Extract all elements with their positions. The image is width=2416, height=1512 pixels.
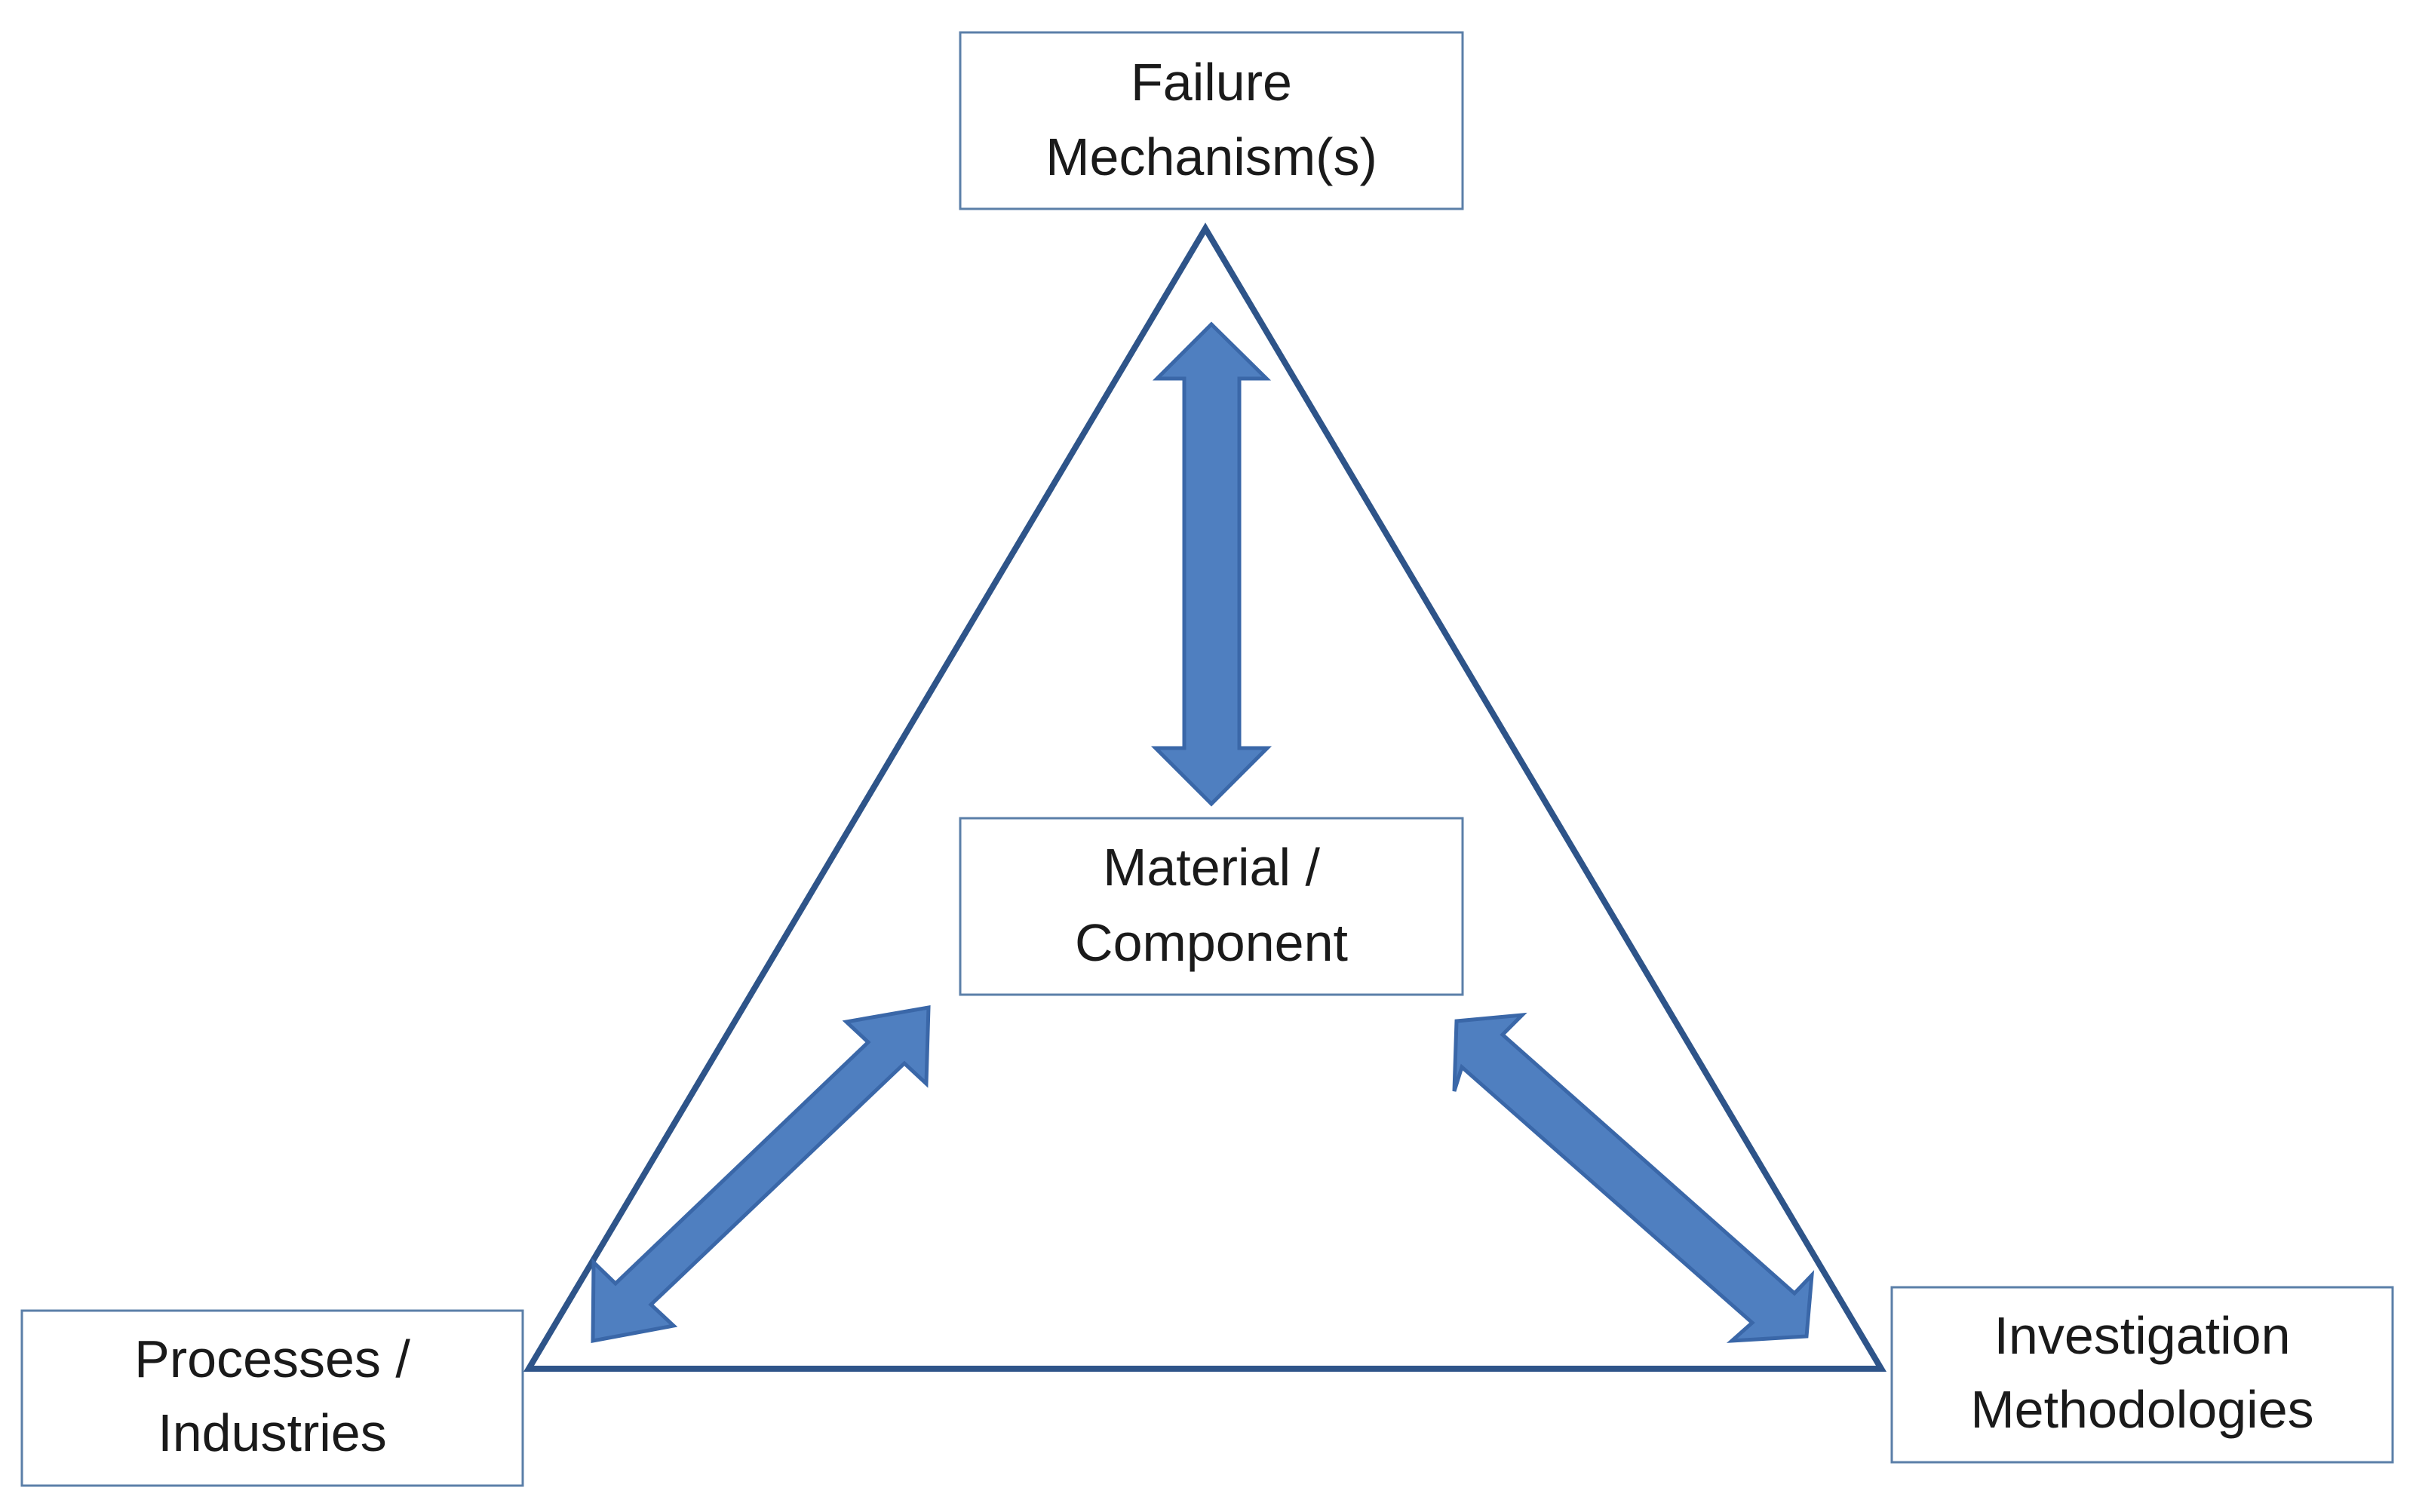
node-investigation-methodologies: Investigation Methodologies: [1890, 1286, 2394, 1464]
node-failure-mechanisms: Failure Mechanism(s): [959, 31, 1464, 210]
node-label-line1: Material /: [1103, 838, 1320, 897]
node-box: [959, 31, 1464, 210]
node-label-line2: Industries: [158, 1403, 386, 1462]
arrow-top-center: [1150, 321, 1272, 807]
triangle-outline: [523, 222, 1887, 1372]
node-label-line2: Mechanism(s): [1045, 127, 1377, 186]
node-label-line2: Methodologies: [1970, 1380, 2313, 1439]
arrow-left-center: [591, 1005, 931, 1344]
node-label-line1: Processes /: [134, 1330, 410, 1388]
node-box: [20, 1309, 524, 1487]
node-label-line1: Investigation: [1994, 1306, 2290, 1365]
node-label-line2: Component: [1075, 913, 1348, 972]
node-box: [959, 817, 1464, 996]
node-box: [1890, 1286, 2394, 1464]
node-material-component: Material / Component: [959, 817, 1464, 996]
arrow-right-center: [1452, 1012, 1815, 1343]
node-label-line1: Failure: [1131, 53, 1292, 112]
node-processes-industries: Processes / Industries: [20, 1309, 524, 1487]
